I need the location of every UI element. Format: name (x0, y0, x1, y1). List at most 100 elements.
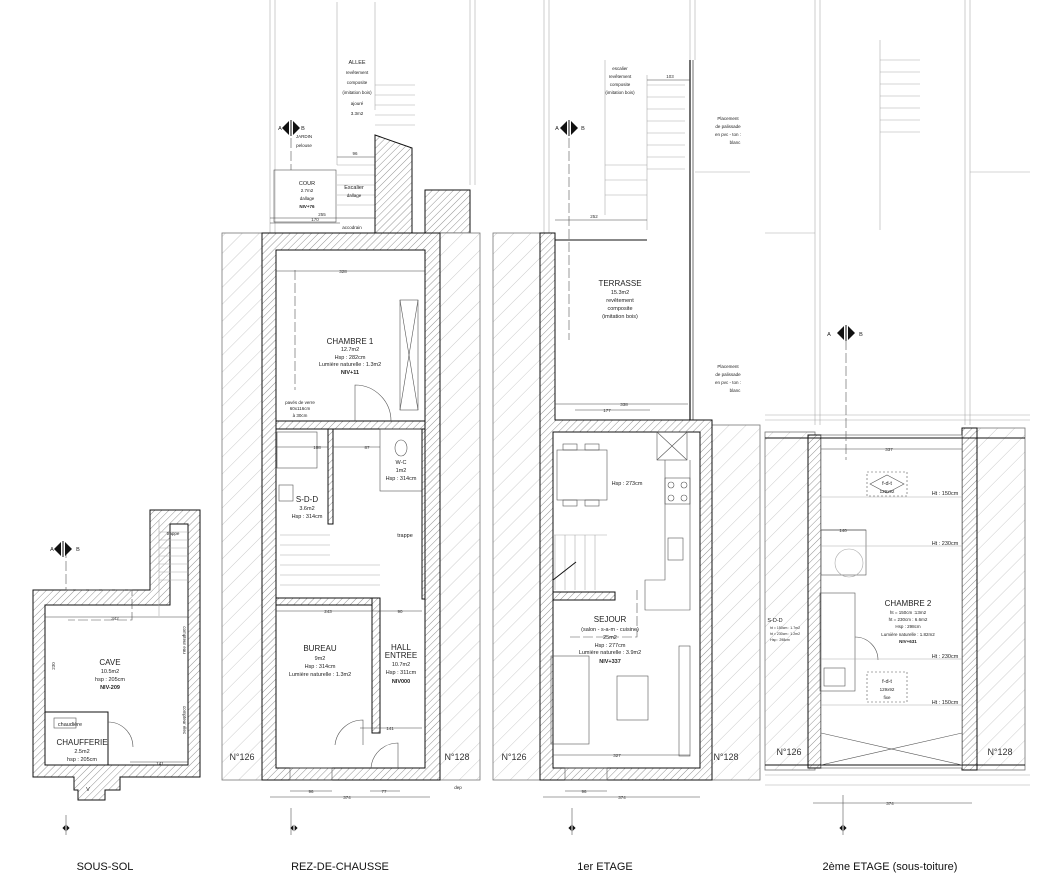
dimension-label: 327 (613, 753, 621, 758)
note: (imitation bois) (342, 90, 372, 95)
exterior-stairs (605, 84, 685, 196)
dimension-label: 177 (603, 408, 611, 413)
dimension-label: 374 (886, 801, 894, 806)
room-name-stair: Escalier (344, 185, 364, 191)
note: composite (347, 80, 368, 85)
dimension-label: 96 (308, 789, 314, 794)
room-area: 2.5m2 (74, 749, 89, 755)
room-height: Hsp : 314cm (305, 664, 336, 670)
sofa (550, 655, 590, 745)
room-height: Hsp : 314cm (386, 476, 417, 482)
note: revêtement (346, 70, 369, 75)
room-level: NIV+11 (341, 370, 359, 376)
note: pavés de verre (285, 400, 315, 405)
room-area: 2.7m2 (301, 188, 314, 193)
room-area: 1m2 (396, 468, 407, 474)
bedroom-door-swing (354, 384, 392, 422)
note: en pvc - ton : (715, 380, 741, 385)
room-height: Hsp : 277cm (595, 643, 626, 649)
note: Placement (717, 364, 739, 369)
downpipe-label: dep (454, 785, 462, 790)
section-label-a: A (827, 332, 831, 338)
skylight-label: f-d-t (882, 481, 892, 487)
stair-note: escalier revêtement composite (imitation… (605, 66, 635, 95)
room-name-courtyard: COUR (299, 181, 315, 187)
note: dallage (300, 196, 315, 201)
room-area: ht = 150cm :13m2 (890, 610, 927, 615)
entrance-door (370, 742, 399, 769)
door-swing (854, 636, 879, 661)
dimension-label: 243 (324, 609, 332, 614)
plan-ground-floor: A B ALLEE revêtement composite (imitatio… (221, 0, 481, 873)
neighbor-label-left: N°126 (229, 752, 254, 762)
room-name-wc: W-C (396, 460, 407, 466)
office-door-swing (334, 719, 364, 746)
dimension-label: 77 (381, 789, 387, 794)
neighbor-label-right: N°128 (987, 747, 1012, 757)
title-ground-floor: REZ-DE-CHAUSSE (291, 861, 389, 873)
dimension-label: 337 (885, 447, 893, 452)
room-area: ht = 150cm : 1.7m2 (770, 626, 800, 630)
section-marker-icon (559, 119, 579, 137)
dimension-label: 255 (318, 212, 326, 217)
neighbor-left (492, 232, 541, 781)
room-height: hsp : 205cm (67, 757, 97, 763)
dimension-label: 141 (156, 761, 164, 766)
room-name-terrace: TERRASSE (598, 279, 641, 288)
hatch-label: trappe (167, 531, 180, 536)
room-name-alley: ALLEE (348, 60, 365, 66)
boiler-label: chaudière (58, 722, 82, 728)
section-marker-icon (568, 824, 576, 832)
hatch-label: trappe (397, 533, 413, 539)
ceiling-height-label: Ht : 230cm (932, 541, 959, 547)
room-light: Lumière naturelle : 1.3m2 (289, 672, 351, 678)
title-second-floor: 2ème ETAGE (sous-toiture) (823, 861, 958, 873)
ceiling-height-label: Ht : 230cm (932, 654, 959, 660)
room-area: 3.3m2 (351, 111, 364, 116)
dining-table (556, 449, 608, 501)
room-height: Hsp : 273cm (612, 481, 643, 487)
note: blanc (730, 388, 742, 393)
neighbor-label-left: N°126 (501, 752, 526, 762)
plan-first-floor: A B escalier revêtement composite (imita… (492, 0, 761, 873)
note: composite (607, 306, 632, 312)
room-level: NIV+631 (899, 639, 917, 644)
coffee-table (616, 675, 649, 721)
ground-stairs (280, 534, 380, 586)
dimension-label: 96 (581, 789, 587, 794)
room-area: 9m2 (315, 656, 326, 662)
room-level: NIV-209 (100, 685, 120, 691)
skylight-label: f-d-t (882, 679, 892, 685)
drain-label: accodrain (342, 225, 362, 230)
section-marker-icon (839, 824, 847, 832)
skylight-size: 129x92 (880, 687, 895, 692)
room-light: Lumière naturelle : 1.82m2 (881, 632, 935, 637)
chimney (656, 431, 688, 461)
room-level: NIV+337 (599, 659, 621, 665)
sink (823, 667, 846, 687)
dimension-label: 140 (839, 528, 847, 533)
neighbor-right (974, 427, 1026, 771)
room-height: Hsp : 298cm (895, 624, 921, 629)
room-name-boiler-room: CHAUFFERIE (56, 738, 107, 747)
note: composite (610, 82, 631, 87)
room-level: NIV000 (392, 679, 410, 685)
room-height: hsp : 205cm (95, 677, 125, 683)
dimension-label: 170 (311, 217, 319, 222)
dimension-label: 87 (364, 445, 370, 450)
room-area: ht = 230cm : 6.6m2 (889, 617, 928, 622)
room-name-garden: JARDIN (296, 134, 312, 139)
note: ajouré (351, 101, 364, 106)
wardrobe (399, 299, 419, 411)
vent-label: V (86, 787, 90, 793)
skylight-size: 129x92 (880, 489, 895, 494)
sink (278, 484, 294, 502)
section-marker-icon (53, 540, 73, 558)
window (564, 767, 608, 781)
section-label-b: B (859, 332, 863, 338)
neighbor-left (764, 431, 816, 771)
room-area: 12.7m2 (341, 347, 359, 353)
wall-left (807, 434, 822, 769)
neighbor-left (221, 232, 263, 781)
roof-stairs (879, 40, 920, 230)
